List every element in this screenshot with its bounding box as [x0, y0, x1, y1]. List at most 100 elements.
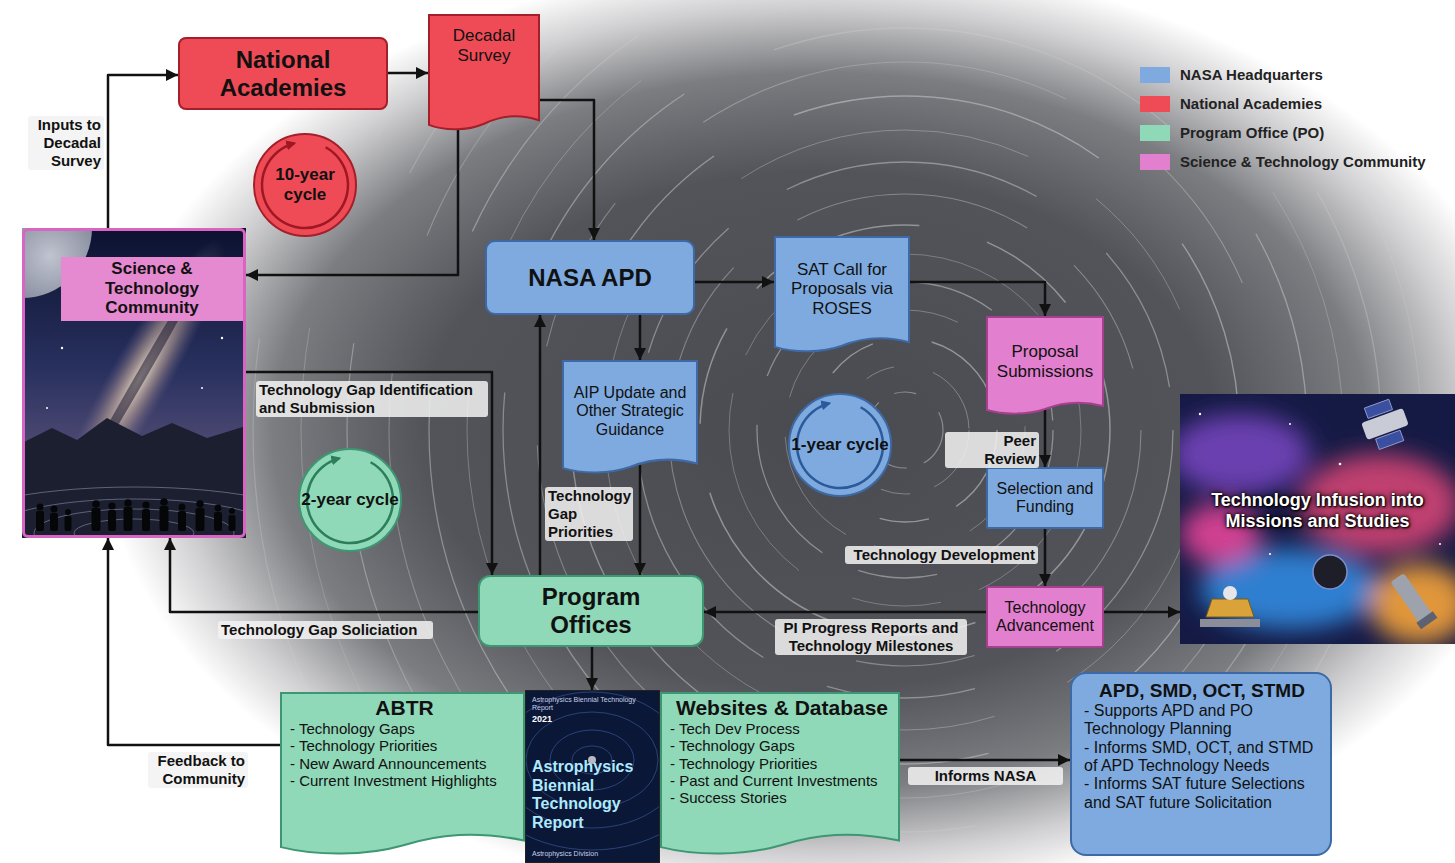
document-outline-path — [429, 15, 539, 129]
connector-arrow — [246, 130, 458, 275]
node-text: Program Offices — [520, 583, 662, 638]
star — [46, 407, 48, 409]
node-body: ABTR- Technology Gaps- Technology Priori… — [280, 692, 525, 857]
connector-arrow — [704, 611, 986, 614]
connector-arrow — [170, 538, 478, 612]
node-body: 2-year cycle — [300, 450, 400, 550]
edge-label: PI Progress Reports and Technology Miles… — [775, 619, 967, 655]
person-body — [124, 507, 133, 531]
solar-panel — [1364, 399, 1392, 418]
cycle-circle: 10-year cycle — [253, 133, 357, 237]
star — [1439, 543, 1441, 545]
spacecraft-deck — [1200, 619, 1260, 627]
node-text: 10-year cycle — [255, 165, 355, 204]
person-body — [36, 511, 44, 531]
node-text: - Technology Gaps — [670, 737, 894, 754]
star-trail — [429, 0, 1381, 863]
cover-rings — [525, 690, 660, 850]
legend-swatch — [1140, 125, 1170, 141]
person-head — [51, 506, 58, 513]
node-text: 2021 — [532, 714, 552, 724]
document-outline-path — [661, 693, 899, 854]
connector-arrow — [539, 315, 542, 575]
node-text: Astrophysics Division — [532, 850, 598, 858]
node-body: AIP Update and Other Strategic Guidance — [562, 360, 698, 475]
star-trail — [253, 0, 1455, 863]
connector-arrow — [900, 759, 1070, 762]
person-head — [92, 500, 100, 508]
star — [221, 337, 223, 339]
node-text: Astrophysics Biennial Technology Report — [532, 758, 653, 832]
connector-arrow — [108, 75, 178, 228]
connector-arrow — [639, 315, 642, 360]
connector-arrow — [695, 281, 774, 284]
star — [1289, 423, 1291, 425]
legend-row: Science & Technology Community — [1140, 147, 1445, 176]
node-body: 10-year cycle — [255, 135, 355, 235]
process-box: Selection and Funding — [986, 467, 1104, 529]
edge-label: Feedback to Community — [148, 752, 248, 788]
node-text: SAT Call for Proposals via ROSES — [780, 260, 904, 319]
person-body — [229, 515, 236, 531]
legend-text: NASA Headquarters — [1180, 66, 1323, 83]
person-head — [108, 502, 115, 509]
report-cover: Astrophysics Biennial Technology Report 2… — [525, 690, 660, 863]
process-box: NASA APD — [485, 240, 695, 315]
star — [1339, 463, 1342, 466]
infusion-panel: Technology Infusion into Missions and St… — [1180, 394, 1455, 644]
star-trail — [700, 225, 1110, 635]
node-text: - Current Investment Highlights — [290, 772, 519, 789]
person-body — [214, 512, 222, 531]
connector-arrow — [1044, 529, 1047, 586]
legend: NASA HeadquartersNational AcademiesProgr… — [1140, 60, 1445, 176]
space-telescope — [1357, 396, 1413, 452]
legend-row: National Academies — [1140, 89, 1445, 118]
node-body: Program Offices — [480, 577, 702, 645]
person-body — [92, 508, 101, 531]
document-outline-path — [281, 693, 524, 854]
connector-arrow — [639, 465, 642, 575]
node-text: - Informs SMD, OCT, and STMD of APD Tech… — [1084, 739, 1320, 776]
sky-ground — [100, 0, 1455, 863]
node-text: - Technology Gaps — [290, 720, 519, 737]
cycle-circle: 1-year cycle — [788, 393, 892, 497]
person-head — [179, 504, 186, 511]
nebula-cloud — [1370, 564, 1455, 644]
connector-arrow — [591, 647, 594, 690]
edge-label: Technology Gap Priorities — [545, 487, 633, 541]
person-head — [215, 505, 222, 512]
edge-label: Technology Gap Identification and Submis… — [256, 381, 488, 417]
star — [1199, 413, 1201, 415]
node-text: - Technology Priorities — [670, 755, 894, 772]
nebula — [1180, 414, 1455, 644]
node-text: - Technology Priorities — [290, 737, 519, 754]
node-body: Technology Advancement — [988, 588, 1102, 646]
node-text: - Tech Dev Process — [670, 720, 894, 737]
connector-arrow — [108, 538, 280, 745]
connector-arrow — [388, 72, 428, 75]
node-body: APD, SMD, OCT, STMD- Supports APD and PO… — [1072, 674, 1330, 854]
star — [201, 387, 203, 389]
spacecraft — [1200, 586, 1260, 627]
person-body — [108, 510, 116, 531]
nebula-cloud — [1180, 414, 1310, 494]
legend-swatch — [1140, 67, 1170, 83]
person-head — [142, 501, 149, 508]
ground-ring — [22, 487, 246, 538]
person-head — [229, 508, 235, 514]
ground-rings — [22, 487, 246, 538]
node-body: NASA APD — [487, 242, 693, 313]
ground-ring — [34, 509, 234, 538]
connector-arrow — [1044, 409, 1047, 467]
node-text: Technology Infusion into Missions and St… — [1188, 490, 1447, 531]
node-text: ABTR — [290, 696, 519, 720]
node-text: APD, SMD, OCT, STMD — [1084, 680, 1320, 702]
legend-row: Program Office (PO) — [1140, 118, 1445, 147]
connector-arrow — [1104, 611, 1180, 614]
person-body — [65, 516, 72, 531]
connector-arrow — [246, 372, 492, 575]
node-body: National Academies — [180, 39, 386, 108]
document-outline-path — [563, 361, 697, 472]
organization-box: National Academies — [178, 37, 388, 110]
report-document: ABTR- Technology Gaps- Technology Priori… — [280, 692, 525, 857]
